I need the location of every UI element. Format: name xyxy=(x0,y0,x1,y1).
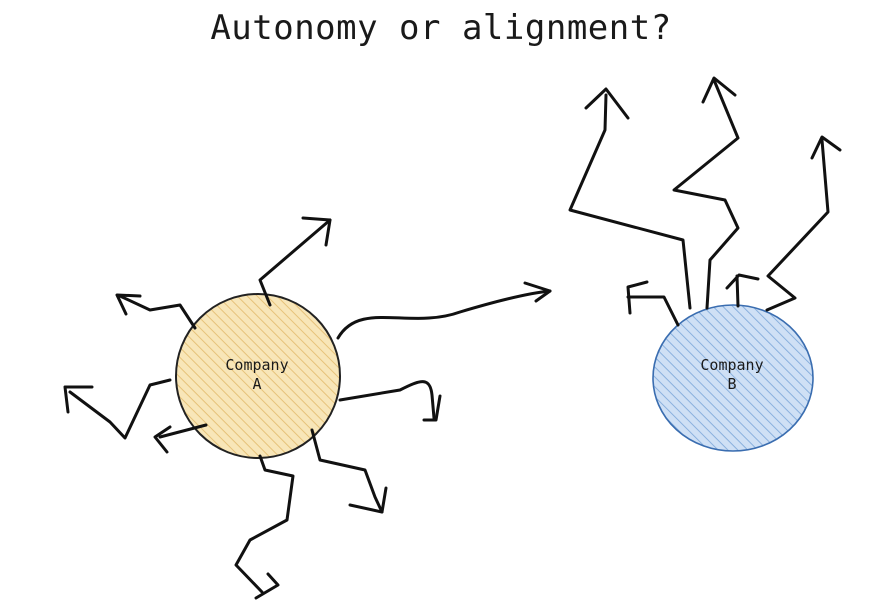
arrow-b-small-center xyxy=(735,274,740,308)
arrowhead-a-up-right xyxy=(301,216,332,247)
page-title: Autonomy or alignment? xyxy=(210,8,672,48)
arrow-a-up-right xyxy=(258,218,332,307)
company-a-label: Company A xyxy=(197,356,317,394)
arrow-a-right-down xyxy=(338,380,436,420)
company-b-node xyxy=(652,304,814,452)
arrowhead-a-right-down xyxy=(422,394,442,422)
arrowhead-b-small-center xyxy=(725,273,760,290)
arrowhead-b-tall-center xyxy=(701,76,737,104)
arrowhead-b-tall-right xyxy=(810,135,842,160)
arrow-a-left-down xyxy=(158,423,208,439)
arrow-b-tall-center xyxy=(672,78,740,310)
arrowhead-a-left-down xyxy=(153,425,172,454)
company-a-node xyxy=(175,293,341,459)
arrow-b-tall-right xyxy=(765,138,830,312)
company-a-letter: A xyxy=(252,375,262,393)
arrow-a-down xyxy=(234,454,295,594)
arrow-a-right-long xyxy=(336,289,552,340)
arrowhead-a-down xyxy=(254,572,280,600)
company-b-letter: B xyxy=(727,375,737,393)
arrowhead-b-small-left xyxy=(626,280,649,315)
arrow-b-tall-left xyxy=(568,93,692,310)
arrowhead-a-left xyxy=(63,385,94,414)
arrow-b-small-left xyxy=(626,295,680,327)
company-a-name: Company xyxy=(225,356,289,374)
arrowhead-a-down-right xyxy=(348,486,388,514)
company-b-label: Company B xyxy=(672,356,792,394)
company-b-name: Company xyxy=(700,356,764,374)
arrowhead-a-up-left xyxy=(115,293,142,316)
arrow-a-left xyxy=(68,378,172,440)
arrow-a-down-right xyxy=(310,428,384,514)
arrowhead-a-right-long xyxy=(523,281,552,303)
arrow-a-up-left xyxy=(118,294,197,330)
arrowhead-b-tall-left xyxy=(584,87,630,120)
